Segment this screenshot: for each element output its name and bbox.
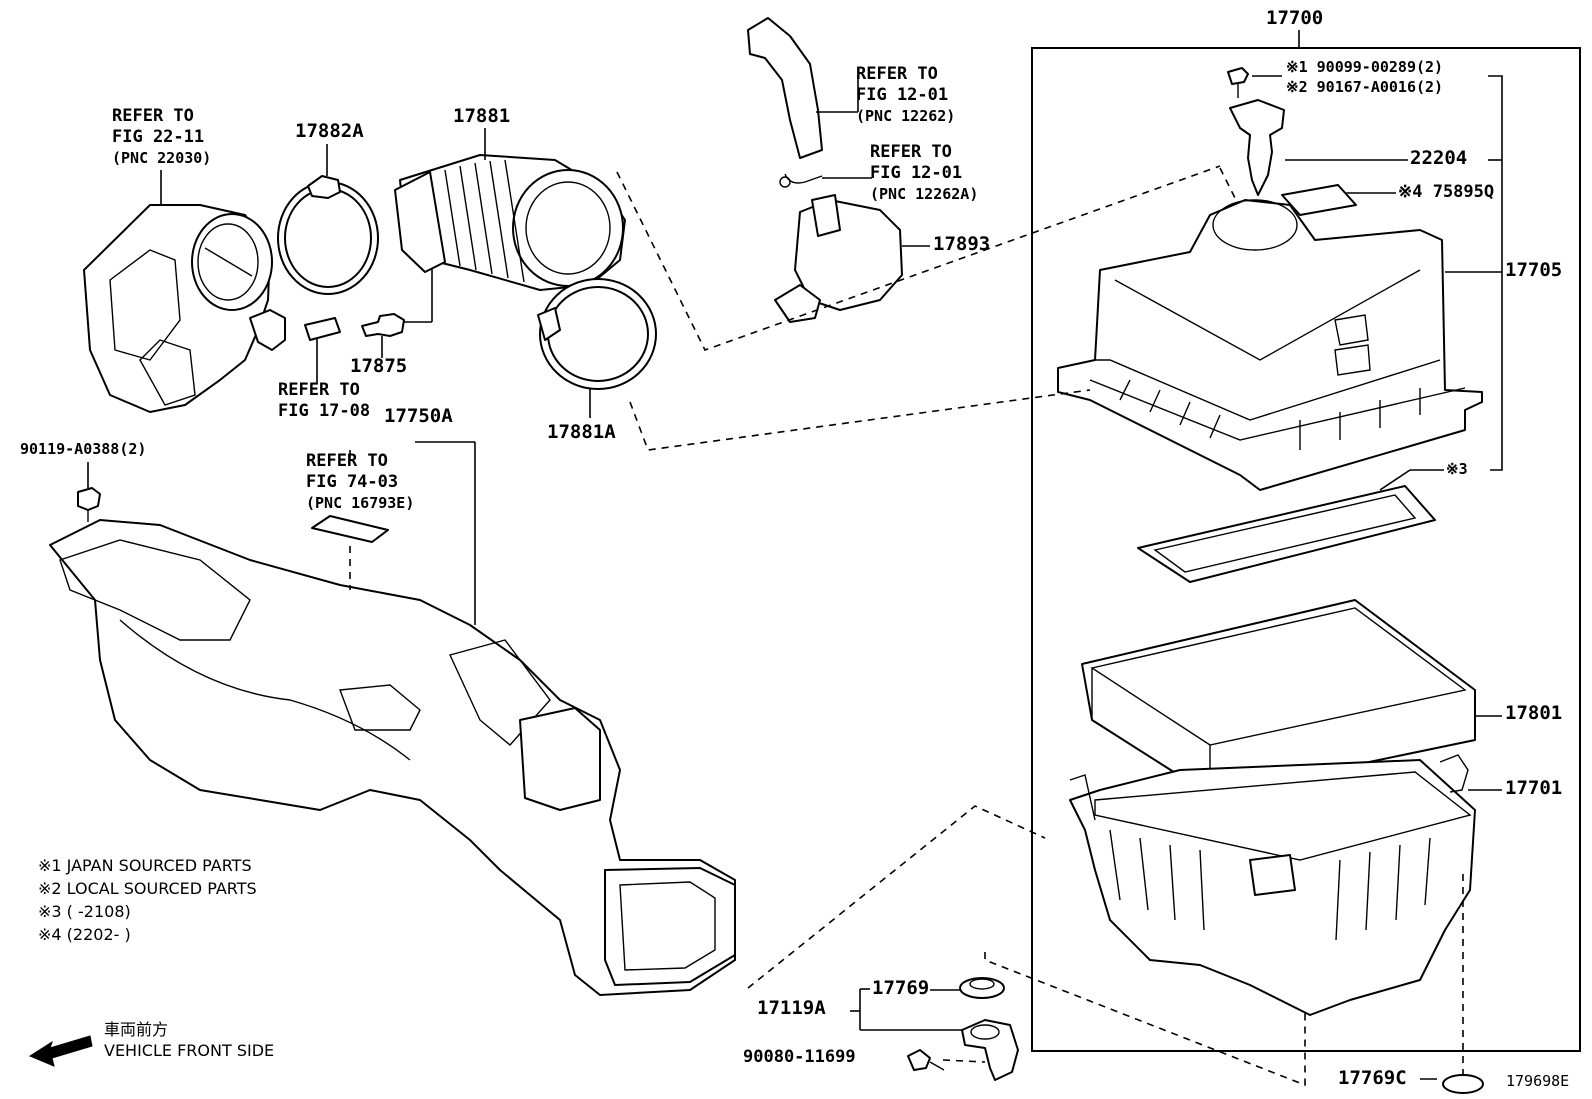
label-17882a[interactable]: 17882A <box>295 120 364 142</box>
direction-en: VEHICLE FRONT SIDE <box>104 1041 275 1060</box>
bolt-90080 <box>907 1049 945 1071</box>
label-bolt-local[interactable]: ※2 90167-A0016(2) <box>1286 78 1444 96</box>
note-4: ※4 (2202- ) <box>38 925 131 944</box>
note-3: ※3 ( -2108) <box>38 902 131 921</box>
hose-clamp-17882a <box>277 144 379 295</box>
mass-air-flow-sensor-22204 <box>1227 67 1408 216</box>
label-17881[interactable]: 17881 <box>453 105 511 127</box>
label-75895q[interactable]: ※4 75895Q <box>1398 182 1495 202</box>
air-hose-17881 <box>394 128 626 291</box>
label-plate <box>311 515 389 543</box>
note-1: ※1 JAPAN SOURCED PARTS <box>38 856 252 875</box>
hose-clamp-17881a <box>537 278 657 418</box>
label-gasket-3[interactable]: ※3 <box>1446 460 1468 478</box>
bolt-90119 <box>77 462 101 522</box>
label-bolt-japan[interactable]: ※1 90099-00289(2) <box>1286 58 1444 76</box>
air-cleaner-cap-17705 <box>1057 199 1502 491</box>
note-2: ※2 LOCAL SOURCED PARTS <box>38 879 257 898</box>
figure-code: 179698E <box>1506 1072 1570 1090</box>
label-17801[interactable]: 17801 <box>1505 702 1563 724</box>
air-cleaner-case-17701 <box>1069 754 1502 1016</box>
label-17893[interactable]: 17893 <box>933 233 991 255</box>
vehicle-front-arrow <box>28 1035 93 1067</box>
label-17769c[interactable]: 17769C <box>1338 1067 1407 1089</box>
resonator-17893 <box>747 17 930 323</box>
throttle-body <box>83 170 286 413</box>
label-17769[interactable]: 17769 <box>872 977 930 999</box>
bracket-17119a <box>961 1019 1019 1081</box>
label-17701[interactable]: 17701 <box>1505 777 1563 799</box>
label-17119a[interactable]: 17119A <box>757 997 826 1019</box>
label-90119[interactable]: 90119-A0388(2) <box>20 440 147 458</box>
label-17700[interactable]: 17700 <box>1266 7 1324 29</box>
air-inlet-17750a <box>49 441 736 996</box>
air-cleaner-assy-frame <box>1031 47 1581 1052</box>
label-90080[interactable]: 90080-11699 <box>743 1047 856 1067</box>
cushion-17769c <box>1442 1074 1484 1094</box>
direction-jp: 車両前方 <box>104 1020 169 1039</box>
cushion-17769 <box>959 977 1005 999</box>
label-17750a[interactable]: 17750A <box>384 405 453 427</box>
label-17875[interactable]: 17875 <box>350 355 408 377</box>
label-17881a[interactable]: 17881A <box>547 421 616 443</box>
label-22204[interactable]: 22204 <box>1410 147 1468 169</box>
label-17705[interactable]: 17705 <box>1505 259 1563 281</box>
gasket-3 <box>1137 469 1444 583</box>
